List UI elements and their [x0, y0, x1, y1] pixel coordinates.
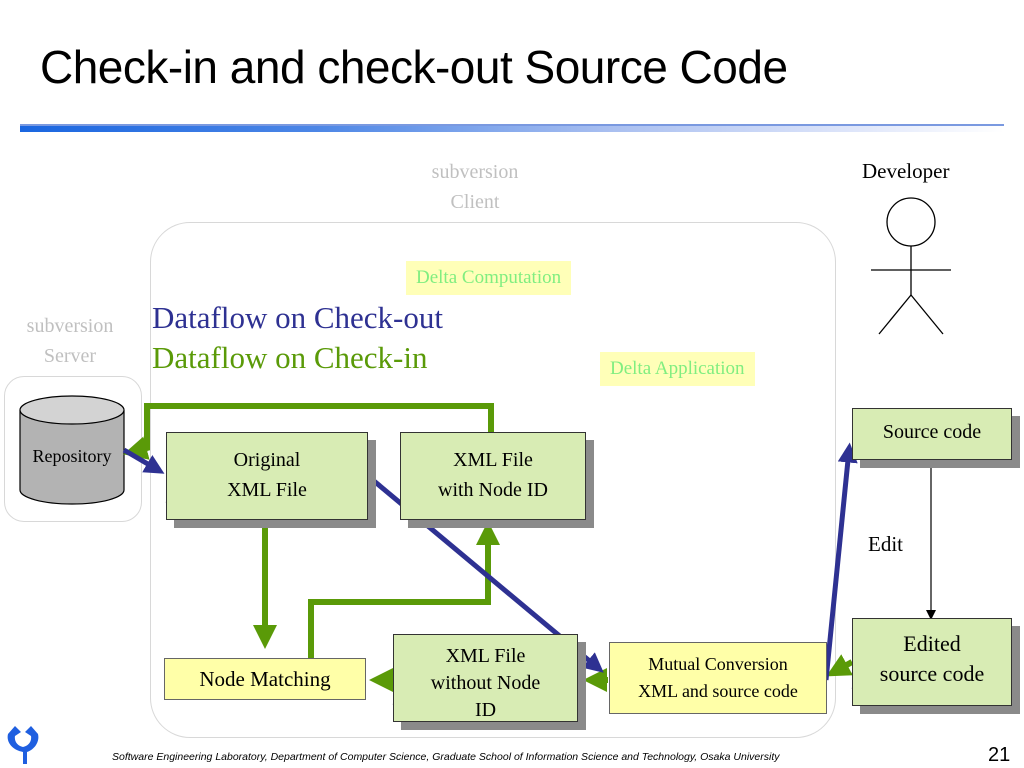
legend-checkin: Dataflow on Check-in [152, 340, 428, 375]
edited-source-code-node[interactable]: Edited source code [852, 618, 1012, 706]
edit-label: Edit [868, 532, 903, 556]
xml-with-id-line2: with Node ID [438, 479, 548, 501]
legend-checkout: Dataflow on Check-out [152, 300, 443, 335]
osaka-university-logo-icon [7, 726, 39, 764]
slide-title: Check-in and check-out Source Code [40, 41, 788, 93]
client-label-line1: subversion [431, 161, 519, 183]
checkin-flow-arrows [123, 403, 854, 692]
node-matching-process[interactable]: Node Matching [164, 658, 366, 700]
xml-without-id-line3: ID [474, 699, 497, 721]
repository-cylinder-icon [19, 395, 125, 505]
delta-application-tag: Delta Application [600, 352, 755, 386]
arrow-repository-to-original [122, 447, 165, 474]
arrow-xmlid-to-repository [123, 403, 494, 460]
developer-stick-figure-icon [871, 197, 951, 335]
repository-label: Repository [32, 446, 112, 466]
client-region-panel [150, 222, 836, 738]
title-underline-bar [20, 124, 1004, 132]
mutual-conversion-process[interactable]: Mutual Conversion XML and source code [609, 642, 827, 714]
server-region-label: subversion Server [0, 311, 140, 371]
original-xml-line1: Original [233, 449, 301, 471]
original-xml-line2: XML File [227, 479, 307, 501]
mutual-conversion-line1: Mutual Conversion [648, 654, 788, 674]
client-region-label: subversion Client [400, 157, 550, 217]
xml-without-id-line1: XML File [445, 645, 526, 667]
source-code-node[interactable]: Source code [852, 408, 1012, 460]
server-label-line1: subversion [26, 315, 114, 337]
xml-with-node-id-node[interactable]: XML File with Node ID [400, 432, 586, 520]
server-label-line2: Server [43, 345, 97, 367]
arrow-mutual-to-sourcecode [823, 442, 858, 681]
developer-label: Developer [862, 159, 950, 183]
title-underline-line [20, 124, 1004, 126]
xml-without-id-line2: without Node [430, 672, 541, 694]
footer-credits: Software Engineering Laboratory, Departm… [112, 751, 780, 763]
edited-source-line2: source code [879, 661, 985, 686]
arrow-nodematching-to-xmlid [308, 521, 500, 660]
xml-without-node-id-node[interactable]: XML File without Node ID [393, 634, 578, 722]
arrow-edited-to-mutual [826, 654, 854, 677]
xml-with-id-line1: XML File [453, 449, 533, 471]
original-xml-file-node[interactable]: Original XML File [166, 432, 368, 520]
page-number: 21 [988, 744, 1011, 766]
edited-source-line1: Edited [903, 631, 961, 656]
mutual-conversion-line2: XML and source code [638, 681, 798, 701]
delta-computation-tag: Delta Computation [406, 261, 572, 295]
client-label-line2: Client [450, 191, 500, 213]
